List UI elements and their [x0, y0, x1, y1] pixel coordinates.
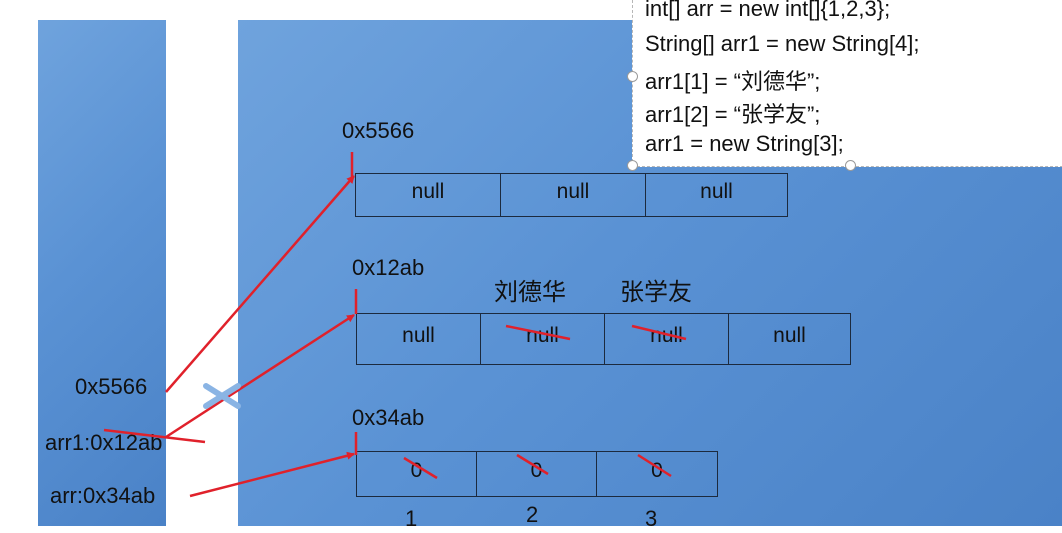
index-label: 1: [405, 506, 418, 531]
array-cell: null: [700, 180, 733, 203]
stack-var-arr: arr:0x34ab: [50, 483, 156, 508]
code-line-5: arr1 = new String[3];: [645, 131, 844, 156]
array-cell: null: [501, 174, 646, 216]
array-cell: null: [481, 314, 605, 364]
code-box: [632, 0, 1062, 167]
code-line-1: int[] arr = new int[]{1,2,3};: [645, 0, 891, 21]
address-label-12ab: 0x12ab: [352, 255, 425, 280]
index-label: 3: [645, 506, 658, 531]
resize-handle-left[interactable]: [627, 71, 638, 82]
assigned-value-1: 刘德华: [494, 279, 566, 306]
address-label-34ab: 0x34ab: [352, 405, 425, 430]
stack-var-arr1: arr1:0x12ab: [45, 430, 163, 455]
index-label: 2: [526, 502, 539, 527]
broken-reference-cross-icon: [203, 383, 241, 409]
array-cell: 0: [651, 459, 663, 482]
array-12ab: null null null null: [356, 313, 851, 365]
code-line-4: arr1[2] = “张学友”;: [645, 102, 821, 127]
resize-handle-bottom[interactable]: [845, 160, 856, 171]
array-34ab: 0 0 0: [356, 451, 718, 497]
code-line-3: arr1[1] = “刘德华”;: [645, 69, 821, 94]
address-label-5566: 0x5566: [342, 118, 415, 143]
array-cell: null: [605, 314, 729, 364]
array-cell: null: [357, 314, 481, 364]
array-cell: 0: [477, 452, 597, 496]
resize-handle-bottom-left[interactable]: [627, 160, 638, 171]
assigned-value-2: 张学友: [620, 279, 692, 306]
array-cell: null: [773, 324, 806, 347]
array-cell: 0: [357, 452, 477, 496]
code-line-2: String[] arr1 = new String[4];: [645, 31, 920, 56]
stack-ref-5566: 0x5566: [75, 374, 148, 399]
array-5566: null null null: [355, 173, 788, 217]
array-cell: null: [356, 174, 501, 216]
